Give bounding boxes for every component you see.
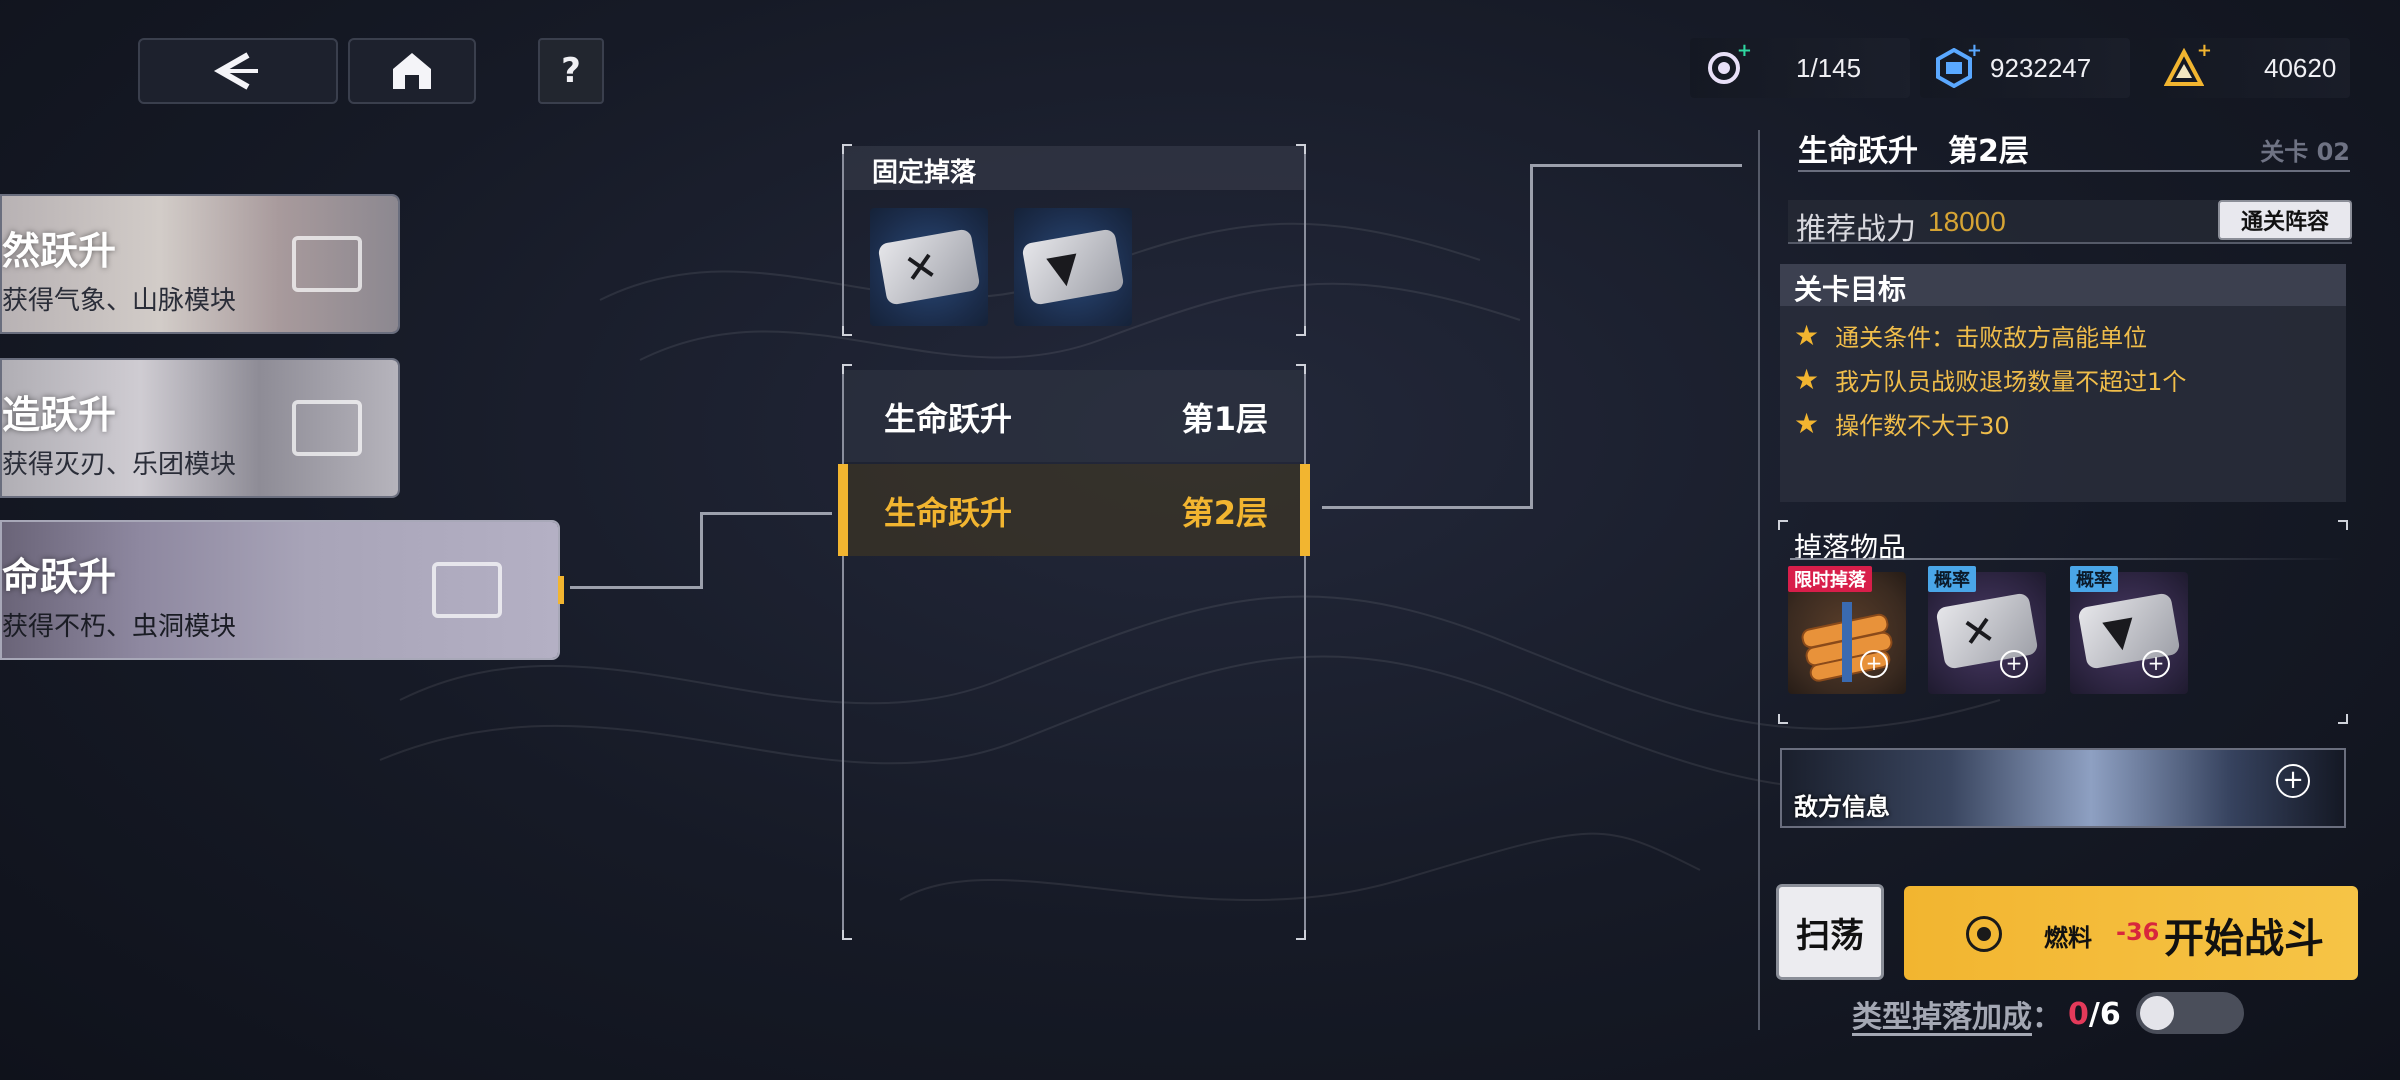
fuel-label: 燃料 [2044,924,2092,952]
floor-name: 生命跃升 [884,494,1013,532]
crystal-value: 9232247 [1990,52,2092,83]
goal-item: ★通关条件：击败敌方高能单位 [1794,319,2148,352]
module-icon [292,400,362,456]
resource-crystal[interactable]: + 9232247 [1920,38,2130,98]
floor-item-1[interactable]: 生命跃升 第1层 [844,370,1304,462]
sweep-button[interactable]: 扫荡 [1776,884,1884,980]
connector-line [1530,164,1533,509]
power-label: 推荐战力 [1796,212,1916,247]
stage-goals-panel: 关卡目标 ★通关条件：击败敌方高能单位 ★我方队员战败退场数量不超过1个 ★操作… [1780,264,2346,502]
stage-card-2[interactable]: 造跃升 获得灭刃、乐团模块 [0,358,400,498]
stage-detail-header: 生命跃升 第2层 关卡 02 [1798,126,2350,172]
stage-subtitle: 获得不朽、虫洞模块 [2,612,237,642]
star-icon: ★ [1794,407,1820,440]
module-icon [432,562,502,618]
connector-line [1530,164,1742,167]
crystal-icon: + [1932,40,1982,90]
drop-item-3[interactable]: 概率 ▼ + [2070,566,2188,694]
fuel-icon [1966,916,2002,952]
bonus-label[interactable]: 类型掉落加成 [1852,1000,2032,1035]
fixed-drop-item-2[interactable]: ▼ [1014,208,1132,326]
triangle-currency-value: 40620 [2264,52,2337,83]
bonus-current: 0 [2068,996,2089,1032]
floor-level: 第1层 [1181,400,1268,438]
connector-line [1322,506,1532,509]
bonus-max: /6 [2088,996,2121,1032]
stage-detail-name: 生命跃升 [1798,134,1918,169]
floor-level: 第2层 [1181,494,1268,532]
energy-value: 1/145 [1796,52,1862,83]
goal-item: ★操作数不大于30 [1794,407,2010,440]
stage-code: 关卡 02 [2260,138,2350,166]
module-chip-x-icon: ✕ [877,228,981,306]
stage-selected-marker [558,576,564,604]
stage-card-3[interactable]: 命跃升 获得不朽、虫洞模块 [0,520,560,660]
stage-title: 然跃升 [2,229,117,273]
enemy-info-banner[interactable]: 敌方信息 + [1780,748,2346,828]
type-drop-bonus: 类型掉落加成： 0 /6 [1852,994,2121,1036]
add-currency-icon[interactable]: + [2196,40,2212,61]
stage-card-image [2,196,398,332]
start-battle-label: 开始战斗 [2164,916,2324,962]
detail-divider [1758,130,1760,1030]
zoom-icon: + [1860,650,1888,678]
star-icon: ★ [1794,319,1820,352]
module-chip-v-icon: ▼ [1021,228,1125,306]
home-icon [393,53,431,89]
resource-triangle-currency[interactable]: + 40620 [2150,38,2350,98]
zoom-icon: + [2142,650,2170,678]
fixed-drop-panel: 固定掉落 ✕ ▼ [842,144,1306,336]
stage-detail-level: 第2层 [1948,134,2029,169]
module-icon [292,236,362,292]
drop-item-2[interactable]: 概率 ✕ + [1928,566,2046,694]
star-icon: ★ [1794,363,1820,396]
connector-line [700,512,703,589]
connector-line [570,586,702,589]
resource-energy[interactable]: + 1/145 [1690,38,1910,98]
stage-subtitle: 获得灭刃、乐团模块 [2,450,237,480]
floor-selected-left-bar [838,464,848,556]
bonus-separator: ： [2032,1000,2062,1035]
stage-title: 命跃升 [2,555,117,599]
energy-icon: + [1702,40,1752,90]
goal-title: 关卡目标 [1794,273,1907,306]
add-energy-icon[interactable]: + [1736,40,1752,61]
triangle-currency-icon: + [2162,40,2212,90]
drops-title: 掉落物品 [1794,531,1907,564]
limited-drop-tag: 限时掉落 [1788,566,1872,592]
stage-title: 造跃升 [2,393,117,437]
home-button[interactable] [348,38,476,104]
help-label: ? [561,51,581,91]
probability-tag: 概率 [2070,566,2118,592]
goal-item: ★我方队员战败退场数量不超过1个 [1794,363,2187,396]
zoom-icon: + [2000,650,2028,678]
add-crystal-icon[interactable]: + [1966,40,1982,61]
bonus-toggle[interactable] [2136,992,2244,1034]
drop-item-1[interactable]: 限时掉落 + [1788,566,1906,694]
back-button[interactable] [138,38,338,104]
zoom-icon: + [2276,764,2310,798]
drop-items-panel: 掉落物品 限时掉落 + 概率 ✕ + 概率 ▼ + [1778,520,2348,724]
help-button[interactable]: ? [538,38,604,104]
connector-line [700,512,832,515]
fixed-drop-item-1[interactable]: ✕ [870,208,988,326]
toggle-knob [2140,996,2174,1030]
stage-subtitle: 获得气象、山脉模块 [2,286,237,316]
stage-card-image [2,522,558,658]
floor-list: 生命跃升 第1层 生命跃升 第2层 [842,364,1306,940]
floor-name: 生命跃升 [884,400,1013,438]
back-arrow-icon [213,52,258,90]
enemy-info-label: 敌方信息 [1794,793,1890,821]
stage-card-image [2,360,398,496]
fixed-drop-title: 固定掉落 [872,158,977,188]
start-battle-button[interactable]: 燃料 -36 开始战斗 [1904,886,2358,980]
clear-lineup-button[interactable]: 通关阵容 [2218,200,2352,240]
fuel-cost: -36 [2116,918,2160,946]
probability-tag: 概率 [1928,566,1976,592]
power-value: 18000 [1928,206,2006,237]
recommended-power: 推荐战力 18000 通关阵容 [1788,200,2352,247]
floor-selected-right-bar [1300,464,1310,556]
stage-card-1[interactable]: 然跃升 获得气象、山脉模块 [0,194,400,334]
floor-item-2[interactable]: 生命跃升 第2层 [844,464,1304,556]
